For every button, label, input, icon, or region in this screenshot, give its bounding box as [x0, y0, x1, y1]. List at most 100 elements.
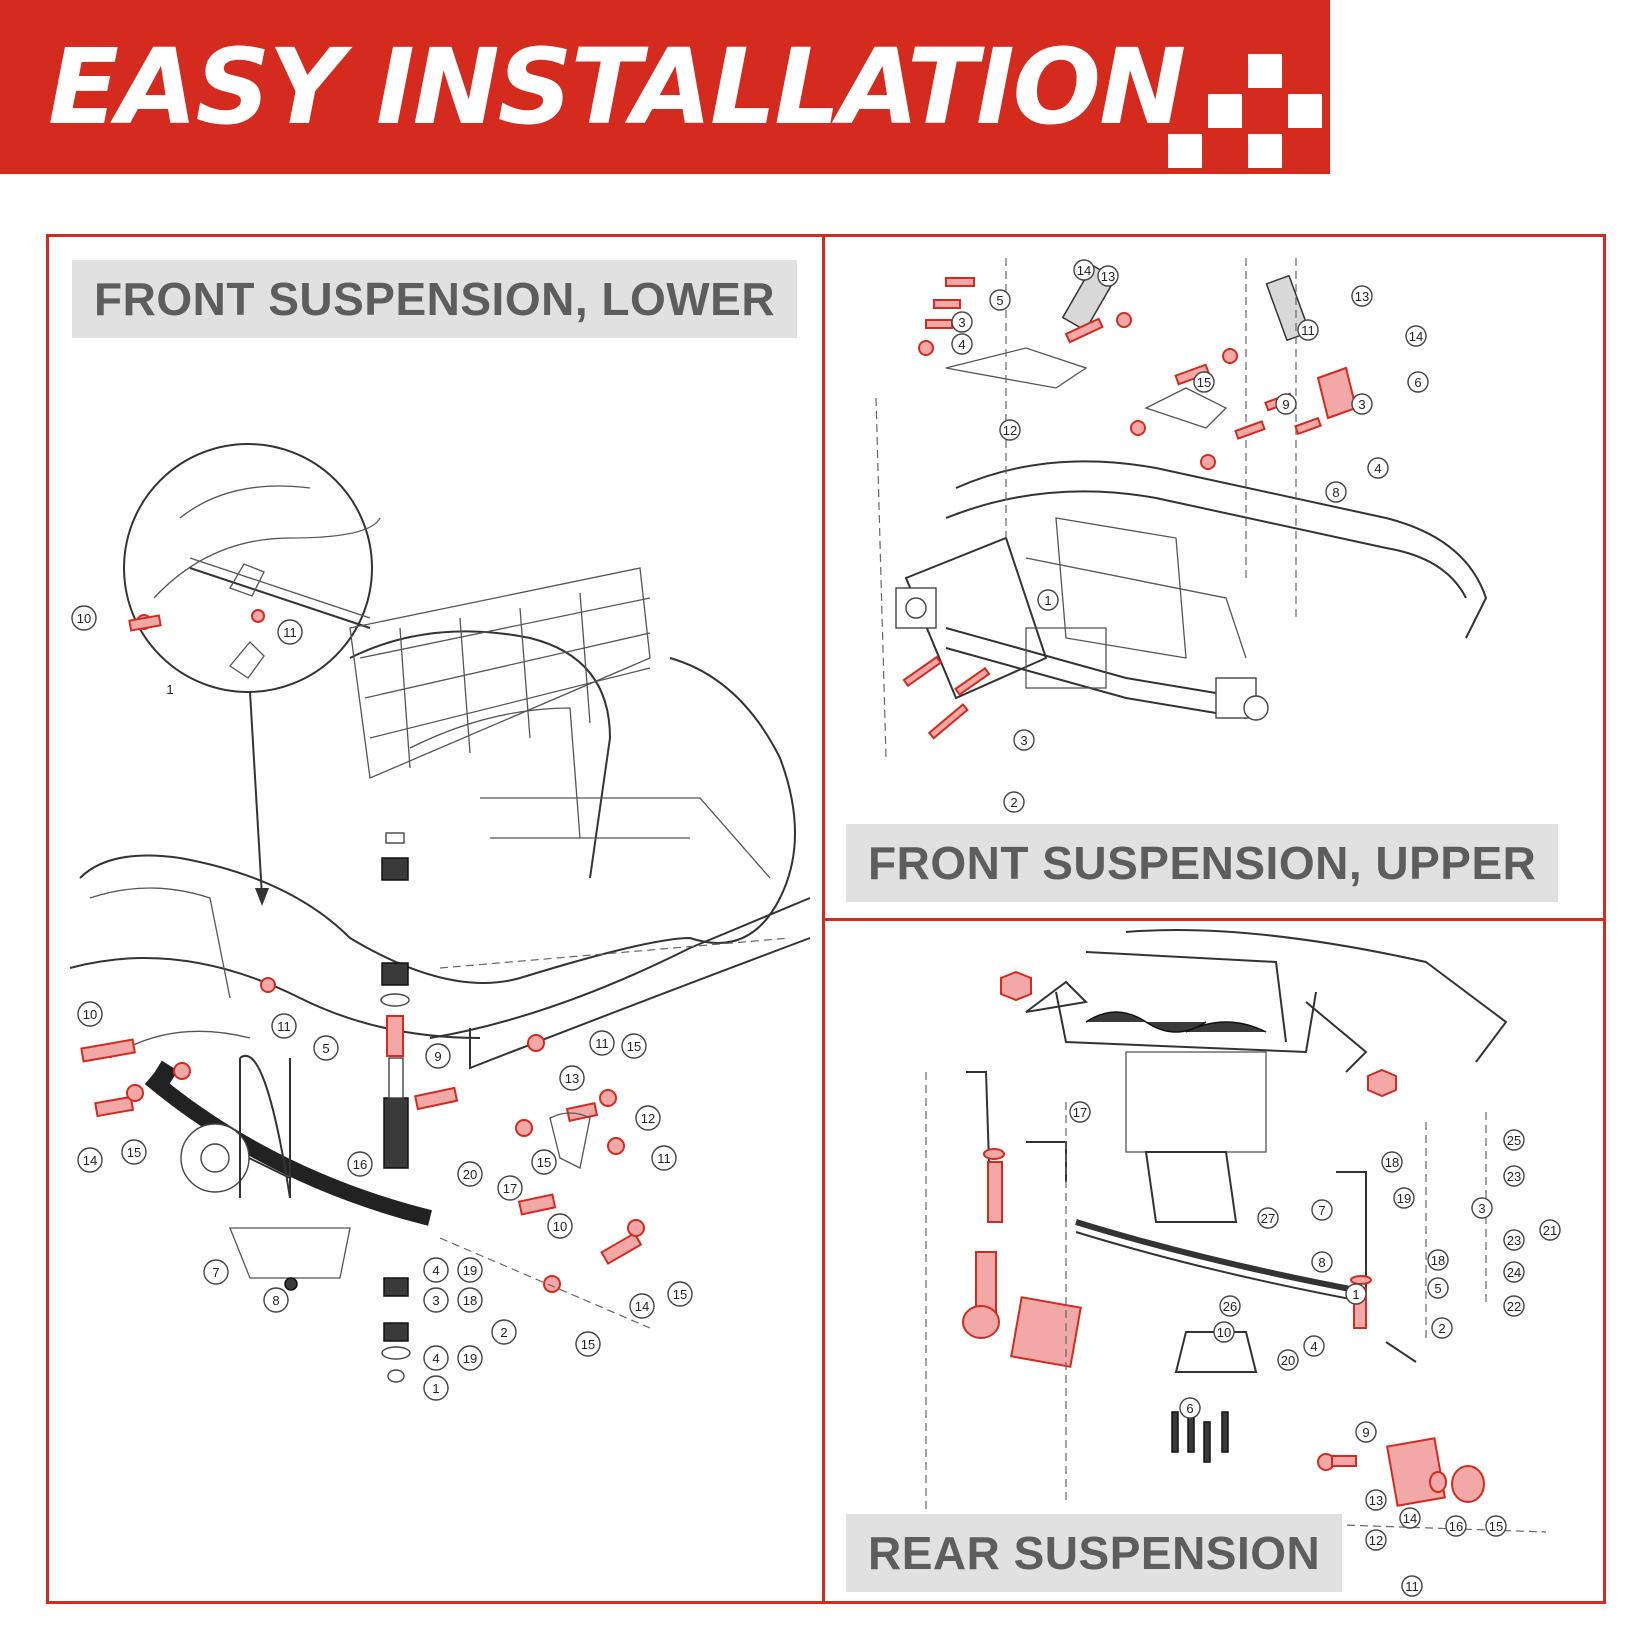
callout-label: 19 — [463, 1263, 477, 1278]
callout-label: 5 — [996, 293, 1003, 308]
diff-housing — [1125, 1051, 1267, 1153]
callout-group: 17 25 18 23 19 3 21 27 7 23 8 18 24 5 1 … — [1069, 1101, 1561, 1597]
callout-label: 18 — [463, 1293, 477, 1308]
callout-label: 5 — [1434, 1281, 1441, 1296]
checker-square — [1288, 94, 1322, 128]
label-front-upper: FRONT SUSPENSION, UPPER — [846, 824, 1559, 902]
callout-label: 11 — [277, 1019, 291, 1034]
chassis — [1125, 929, 1508, 1063]
callout-label: 3 — [432, 1293, 439, 1308]
bolt-red — [80, 1038, 136, 1063]
red-nut — [1000, 970, 1032, 1002]
red-nut — [1367, 1068, 1397, 1098]
leaf-spring — [144, 1071, 432, 1226]
callout-label: 21 — [1543, 1223, 1557, 1238]
callout-label: 1 — [166, 682, 173, 697]
callout-label: 17 — [1073, 1105, 1087, 1120]
label-front-lower: FRONT SUSPENSION, LOWER — [72, 260, 798, 338]
horizontal-divider — [822, 918, 1606, 921]
a-arm — [1144, 387, 1228, 429]
callout-label: 2 — [1438, 1321, 1445, 1336]
callout-label: 2 — [500, 1325, 507, 1340]
banner-title: EASY INSTALLATION — [48, 26, 1186, 148]
callout-label: 4 — [1310, 1339, 1317, 1354]
callout-label: 8 — [1318, 1255, 1325, 1270]
callout-label: 11 — [283, 625, 297, 640]
leaf-spring — [1075, 1219, 1367, 1295]
callout-label: 1 — [432, 1381, 439, 1396]
callout-group: 10 11 1 10 11 5 11 13 15 9 12 15 11 14 1… — [71, 605, 693, 1401]
callout-label: 8 — [1332, 485, 1339, 500]
callout-label: 19 — [1397, 1191, 1411, 1206]
callout-label: 9 — [1282, 397, 1289, 412]
callout-label: 10 — [553, 1219, 567, 1234]
callout-label: 26 — [1223, 1299, 1237, 1314]
bolt-red — [386, 1015, 404, 1057]
bolt-red — [954, 666, 991, 696]
callout-label: 14 — [1077, 263, 1091, 278]
callout-label: 11 — [595, 1036, 609, 1051]
callout-label: 15 — [1489, 1519, 1503, 1534]
callout-label: 4 — [958, 337, 965, 352]
front-upper-diagram: 14 13 5 3 4 13 11 14 15 9 6 12 3 4 8 1 3… — [875, 258, 1488, 813]
callout-label: 10 — [77, 611, 91, 626]
callout-label: 15 — [673, 1287, 687, 1302]
steering-boot — [1185, 1021, 1267, 1033]
u-bolt — [239, 1054, 291, 1199]
basket — [349, 567, 651, 779]
callout-label: 9 — [434, 1049, 441, 1064]
callout-label: 11 — [657, 1151, 671, 1166]
callout-label: 1 — [1352, 1287, 1359, 1302]
red-spindle — [987, 1161, 1003, 1223]
callout-label: 3 — [1020, 733, 1027, 748]
callout-label: 3 — [958, 315, 965, 330]
bolt-red — [600, 1231, 643, 1265]
axle-beam — [945, 627, 1247, 699]
callout-label: 18 — [1431, 1253, 1445, 1268]
checker-square — [1248, 134, 1282, 168]
callout-label: 10 — [83, 1007, 97, 1022]
callout-label: 7 — [1318, 1203, 1325, 1218]
callout-label: 8 — [272, 1293, 279, 1308]
callout-label: 3 — [1478, 1201, 1485, 1216]
checker-square — [1248, 54, 1282, 88]
callout-label: 14 — [83, 1153, 97, 1168]
pointer-arrow — [249, 691, 263, 897]
steering-boot — [1085, 1011, 1207, 1033]
bolt-red — [902, 655, 943, 688]
callout-label: 13 — [565, 1071, 579, 1086]
callout-label: 12 — [641, 1111, 655, 1126]
callout-label: 16 — [353, 1157, 367, 1172]
callout-label: 22 — [1507, 1299, 1521, 1314]
callout-label: 25 — [1507, 1133, 1521, 1148]
callout-label: 23 — [1507, 1233, 1521, 1248]
callout-label: 4 — [432, 1351, 439, 1366]
callout-label: 16 — [1449, 1519, 1463, 1534]
callout-label: 24 — [1507, 1265, 1521, 1280]
callout-label: 10 — [1217, 1325, 1231, 1340]
callout-label: 13 — [1355, 289, 1369, 304]
cart-body — [79, 657, 796, 984]
callout-label: 14 — [1409, 329, 1423, 344]
callout-label: 17 — [503, 1181, 517, 1196]
bolt-red — [414, 1086, 459, 1111]
callout-label: 12 — [1003, 423, 1017, 438]
callout-label: 15 — [627, 1039, 641, 1054]
callout-label: 27 — [1261, 1211, 1275, 1226]
callout-label: 15 — [581, 1337, 595, 1352]
callout-group: 14 13 5 3 4 13 11 14 15 9 6 12 3 4 8 1 3… — [951, 259, 1429, 813]
callout-label: 15 — [537, 1155, 551, 1170]
callout-label: 9 — [1362, 1425, 1369, 1440]
bolt-red — [517, 1193, 557, 1216]
callout-label: 14 — [635, 1299, 649, 1314]
callout-label: 7 — [212, 1265, 219, 1280]
red-hub — [1010, 1296, 1082, 1368]
callout-label: 1 — [1044, 593, 1051, 608]
label-rear: REAR SUSPENSION — [846, 1514, 1343, 1592]
front-lower-diagram: 10 11 1 10 11 5 11 13 15 9 12 15 11 14 1… — [69, 443, 811, 1401]
callout-label: 13 — [1369, 1493, 1383, 1508]
callout-label: 6 — [1186, 1401, 1193, 1416]
callout-label: 4 — [1374, 461, 1381, 476]
callout-label: 2 — [1010, 795, 1017, 810]
callout-label: 15 — [1197, 375, 1211, 390]
